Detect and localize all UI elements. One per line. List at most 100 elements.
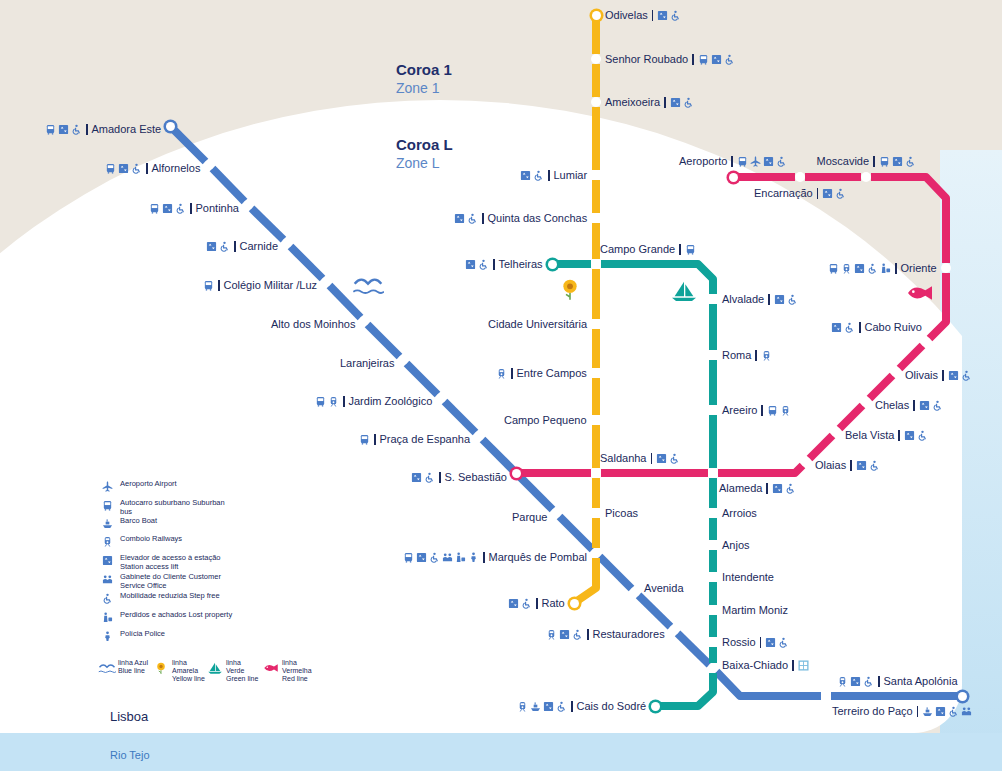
legend-text: linha Vermelha Red line	[282, 659, 316, 683]
station-icon	[724, 54, 735, 65]
station-name: Lumiar	[554, 168, 588, 182]
separator-bar	[374, 434, 376, 445]
line-segment	[592, 269, 600, 319]
station-name: Cidade Universitária	[488, 317, 587, 331]
line-segment	[660, 673, 714, 706]
station-icon	[835, 188, 846, 199]
station-name: Baixa-Chiado	[722, 658, 788, 672]
legend-text: Autocarro suburbano Suburban bus	[120, 498, 238, 516]
station-icon	[932, 400, 943, 411]
station-icon	[763, 156, 774, 167]
station-name: Chelas	[875, 398, 909, 412]
separator-bar	[652, 10, 654, 21]
line-segment	[252, 208, 284, 239]
station-label: Avenida	[644, 581, 684, 595]
station-icon	[856, 460, 867, 471]
station-dot: Intendente	[708, 572, 718, 582]
station-icon	[533, 170, 544, 181]
station-dot: Olivais	[891, 367, 901, 377]
line-segment	[709, 360, 717, 405]
zone-label: Zone L	[396, 155, 440, 171]
station-label: Laranjeiras	[340, 356, 394, 370]
line-segment	[407, 364, 438, 395]
line-segment	[592, 20, 600, 55]
station-dot: Colégio Militar /Luz	[321, 277, 331, 287]
station-icon	[892, 156, 903, 167]
station-dot: Aeroporto	[729, 173, 738, 182]
separator-bar	[536, 598, 538, 609]
station-name: Restauradores	[593, 627, 665, 641]
station-label: Rossio	[722, 635, 789, 649]
line-segment	[810, 436, 833, 459]
station-label: Campo Pequeno	[504, 413, 587, 427]
station-name: Laranjeiras	[340, 356, 394, 370]
station-name: Colégio Militar /Luz	[224, 278, 318, 292]
station-dot: Oriente	[941, 263, 951, 273]
station-label: Oriente	[828, 261, 937, 275]
station-label: Alvalade	[722, 292, 798, 306]
station-icon	[219, 241, 230, 252]
station-dot: Baixa-Chiado	[708, 663, 718, 673]
station-icon	[935, 706, 946, 717]
station-icon	[149, 203, 160, 214]
separator-bar	[548, 170, 550, 181]
station-icon	[175, 203, 186, 214]
station-icon	[711, 54, 722, 65]
station-label: Carnide	[206, 239, 278, 253]
station-icon	[546, 629, 557, 640]
station-icon	[961, 706, 972, 717]
station-dot: Cabo Ruivo	[921, 337, 931, 347]
line-segment	[173, 129, 205, 161]
station-label: Aeroporto	[679, 154, 787, 168]
station-icon	[948, 706, 959, 717]
station-dot: Praça de Espanha	[474, 431, 484, 441]
station-icon	[478, 259, 489, 270]
station-dot: Chelas	[861, 397, 871, 407]
station-name: Cais do Sodré	[577, 699, 647, 713]
station-label: Telheiras	[465, 257, 543, 271]
legend-text: Perdidos e achados Lost property	[120, 610, 238, 619]
line-segment	[871, 177, 946, 263]
station-name: Oriente	[901, 261, 937, 275]
line-segment	[578, 558, 596, 600]
legend-text: Polícia Police	[120, 629, 238, 638]
station-icon	[403, 552, 414, 563]
station-dot: Pontinha	[243, 200, 253, 210]
legend-icon	[102, 574, 113, 585]
station-icon	[411, 472, 422, 483]
legend-icon	[102, 536, 113, 547]
station-icon	[904, 430, 915, 441]
station-label: Colégio Militar /Luz	[203, 278, 317, 292]
line-segment	[709, 478, 717, 508]
station-icon	[948, 370, 959, 381]
station-icon	[467, 213, 478, 224]
station-dot: Marquês de Pombal	[591, 548, 601, 558]
station-dot: Bela Vista	[831, 427, 841, 437]
station-name: Terreiro do Paço	[832, 704, 913, 718]
station-icon	[656, 453, 667, 464]
line-segment	[716, 672, 821, 696]
station-label: Marquês de Pombal	[403, 550, 587, 564]
station-icon	[765, 637, 776, 648]
station-name: Amadora Este	[92, 122, 162, 136]
separator-bar	[755, 350, 757, 361]
station-icon	[669, 453, 680, 464]
separator-bar	[493, 259, 495, 270]
line-segment	[930, 273, 946, 338]
separator-bar	[942, 370, 944, 381]
separator-bar	[760, 637, 762, 648]
line-mascot	[554, 278, 586, 300]
separator-bar	[146, 163, 148, 174]
line-segment	[709, 415, 717, 468]
station-icon	[442, 552, 453, 563]
separator-bar	[511, 368, 513, 379]
station-name: Carnide	[240, 239, 279, 253]
station-name: Alvalade	[722, 292, 764, 306]
line-segment	[592, 223, 600, 259]
station-dot: Cidade Universitária	[591, 319, 601, 329]
legend-text: Comboio Railways	[120, 534, 238, 543]
station-icon	[670, 10, 681, 21]
station-icon	[869, 460, 880, 471]
station-label: Baixa-Chiado	[722, 658, 809, 672]
station-label: Lumiar	[520, 168, 587, 182]
